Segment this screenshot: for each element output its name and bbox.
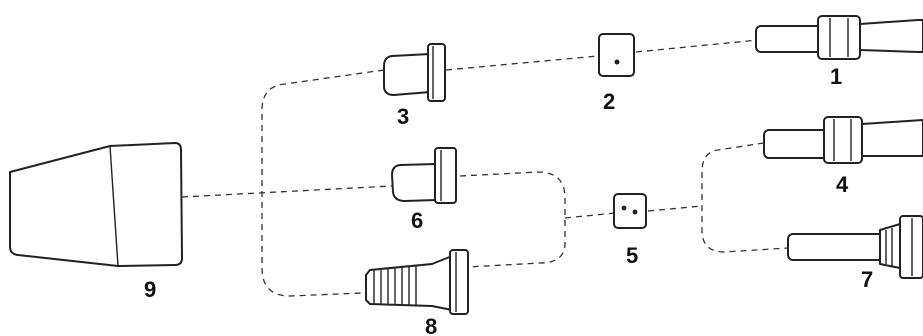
part-9-cover-block [9,142,183,267]
connection-lines [181,39,789,297]
part-4-connector [763,116,923,164]
part-1-connector [755,15,923,60]
loop-middle [459,171,566,268]
part-7-connector [787,215,923,279]
part-5-spacer [613,193,647,229]
part-3-fitting [383,43,446,102]
callout-4: 4 [836,172,849,197]
callout-labels: 1 2 3 4 5 6 7 8 9 [144,64,873,336]
callout-5: 5 [626,243,638,268]
part-2-spacer [598,33,635,77]
callout-3: 3 [397,104,409,129]
loop-left [261,69,385,297]
line-middle-to-5 [564,205,703,219]
part-8-threaded-fitting [365,249,469,315]
part-6-fitting [391,147,457,204]
callout-7: 7 [861,267,873,292]
callout-9: 9 [144,277,156,302]
callout-1: 1 [830,64,842,89]
callout-6: 6 [411,208,423,233]
callout-8: 8 [425,314,437,336]
loop-right [701,142,789,253]
line-9-to-6 [181,185,393,198]
line-3-to-2-to-1 [445,39,759,71]
callout-2: 2 [603,89,615,114]
